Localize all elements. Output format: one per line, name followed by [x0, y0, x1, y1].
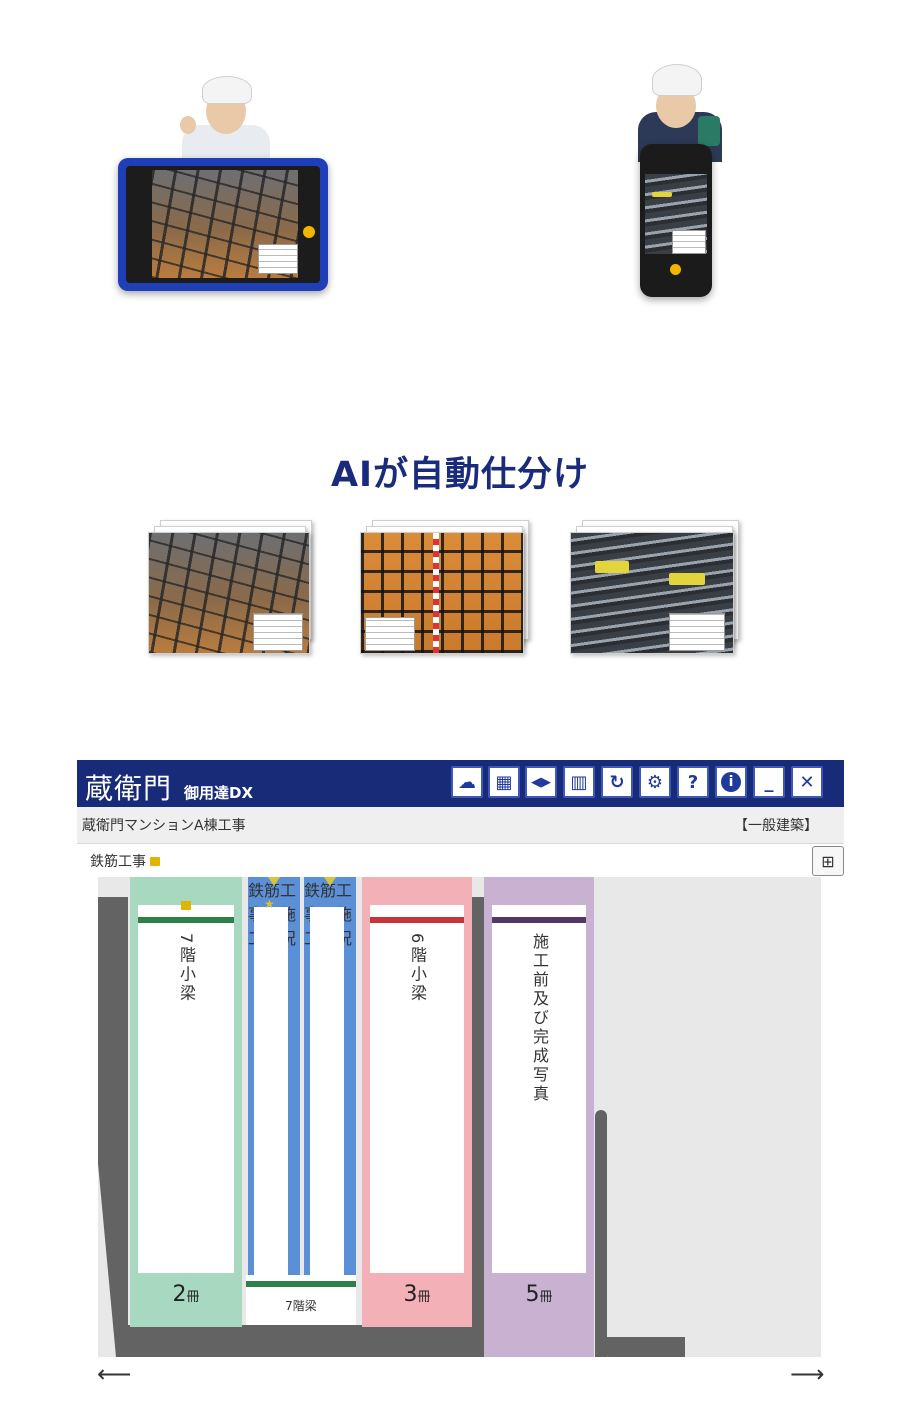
scroll-right-arrow-icon[interactable]: ⟶: [790, 1360, 825, 1388]
binder-title: 施工前及び完成写真: [530, 933, 549, 1104]
photo-stack-rebar-frame: [148, 520, 316, 655]
bookend: [595, 1110, 607, 1357]
binder-stripe: [492, 917, 586, 923]
binder-count: 5冊: [525, 1282, 553, 1307]
binder-rebar-construction-2[interactable]: 鉄筋工事－施工状況: [304, 877, 356, 1275]
worker-tablet-illustration: [118, 70, 330, 295]
settings-button[interactable]: ⚙: [639, 766, 671, 798]
marker-icon: [324, 877, 336, 886]
breadcrumb-label: 鉄筋工事: [90, 854, 146, 870]
app-logo: 蔵衛門: [85, 772, 173, 805]
project-name: 蔵衛門マンションA棟工事: [82, 818, 246, 834]
scroll-left-arrow-icon[interactable]: ⟵: [97, 1360, 132, 1388]
sync-button[interactable]: ↻: [601, 766, 633, 798]
close-button[interactable]: ✕: [791, 766, 823, 798]
project-bar: 蔵衛門マンションA棟工事 【一般建築】: [77, 807, 844, 844]
binder-stripe: [138, 917, 234, 923]
app-logo-subtitle: 御用達DX: [184, 784, 254, 802]
worker-phone-illustration: [636, 60, 722, 300]
star-icon: ★: [264, 897, 275, 911]
photo-stack-rebar-grid: [360, 520, 532, 655]
building-info-icon: ▥: [570, 771, 588, 793]
lock-icon: [150, 857, 160, 866]
tree-icon: ⊞: [821, 851, 835, 871]
binder-7f-small-beam[interactable]: 7階小梁 2冊: [130, 877, 242, 1327]
binder-stripe: [370, 917, 464, 923]
split-arrows-icon: ◀▶: [531, 774, 551, 790]
smartphone-device: [640, 144, 712, 297]
minimize-icon: _: [764, 771, 774, 793]
lock-icon: [181, 901, 191, 910]
binder-rebar-construction-1[interactable]: ★ 鉄筋工事－施工状況: [248, 877, 300, 1275]
gear-icon: ⚙: [646, 771, 664, 793]
marker-icon: [268, 877, 280, 886]
category-label: 【一般建築】: [734, 818, 818, 834]
binder-spine-label[interactable]: 7階梁: [246, 1275, 356, 1325]
minimize-button[interactable]: _: [753, 766, 785, 798]
binder-count: 3冊: [403, 1282, 431, 1307]
bookend-foot: [595, 1337, 685, 1357]
blackboard-icon: ▦: [495, 771, 513, 793]
ai-sorting-heading: AIが自動仕分け: [330, 455, 590, 495]
building-info-button[interactable]: ▥: [563, 766, 595, 798]
help-icon: ?: [687, 771, 699, 793]
shelf-divider: [472, 897, 484, 1337]
board-button[interactable]: ▦: [488, 766, 520, 798]
help-button[interactable]: ?: [677, 766, 709, 798]
binder-6f-small-beam[interactable]: 6階小梁 3冊: [362, 877, 472, 1327]
binder-title: 6階小梁: [408, 933, 427, 1004]
photo-stack-rebar-bars: [570, 520, 742, 655]
tree-view-button[interactable]: ⊞: [812, 846, 844, 876]
close-icon: ✕: [799, 771, 815, 793]
sync-icon: ↻: [609, 771, 625, 793]
cloud-download-icon: ☁: [458, 771, 476, 793]
binder-title: 7階小梁: [177, 933, 196, 1004]
app-window: 蔵衛門 御用達DX ☁ ▦ ◀▶ ▥ ↻ ⚙ ? i _ ✕: [77, 760, 844, 1400]
binder-shelf: 7階小梁 2冊 ★ 鉄筋工事－施工状況 鉄筋工事－施工状況 7階梁 6階小梁: [98, 877, 821, 1357]
info-icon: i: [721, 772, 741, 792]
shelf-left-wall: [98, 897, 128, 1357]
shelf-base: [120, 1325, 484, 1357]
binder-before-after-photos[interactable]: 施工前及び完成写真 5冊: [484, 877, 594, 1357]
breadcrumb[interactable]: 鉄筋工事: [90, 851, 160, 871]
binder-count: 2冊: [172, 1282, 200, 1307]
split-view-button[interactable]: ◀▶: [525, 766, 557, 798]
title-bar: 蔵衛門 御用達DX ☁ ▦ ◀▶ ▥ ↻ ⚙ ? i _ ✕: [77, 760, 844, 807]
tablet-device: [118, 158, 328, 291]
info-button[interactable]: i: [715, 766, 747, 798]
cloud-download-button[interactable]: ☁: [451, 766, 483, 798]
